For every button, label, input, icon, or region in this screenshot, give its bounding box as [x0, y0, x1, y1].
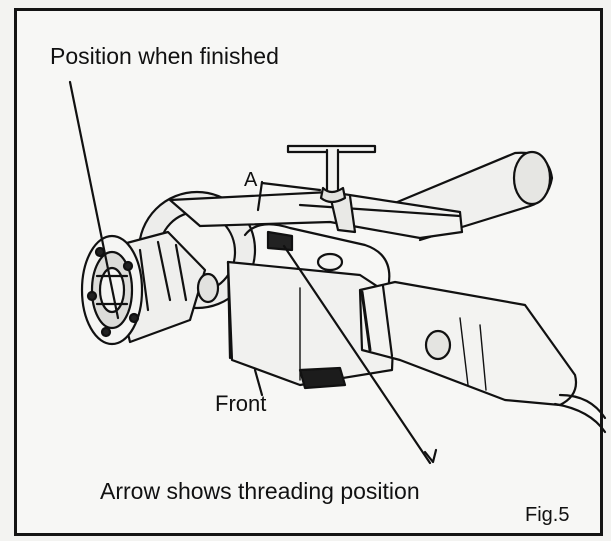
loop-handle — [243, 223, 391, 290]
frame-bar — [168, 190, 464, 240]
motor-body — [358, 280, 607, 434]
gearbox-housing — [226, 260, 397, 390]
label-dimension-a: A — [244, 169, 258, 191]
leader-line-finished — [68, 80, 120, 320]
leader-line-threading — [282, 244, 432, 465]
label-position-when-finished: Position when finished — [50, 43, 279, 69]
die-head — [80, 230, 220, 346]
dimension-a-line-top — [260, 181, 322, 192]
threading-arrow-indicator — [266, 230, 294, 252]
dimension-a-line-left — [256, 180, 264, 212]
leader-arrowhead — [423, 448, 438, 464]
label-arrow-threading-position: Arrow shows threading position — [100, 478, 420, 504]
figure-number: Fig.5 — [525, 504, 570, 526]
label-front: Front — [215, 391, 267, 416]
t-handle — [286, 144, 377, 204]
leader-line-front — [253, 368, 264, 397]
